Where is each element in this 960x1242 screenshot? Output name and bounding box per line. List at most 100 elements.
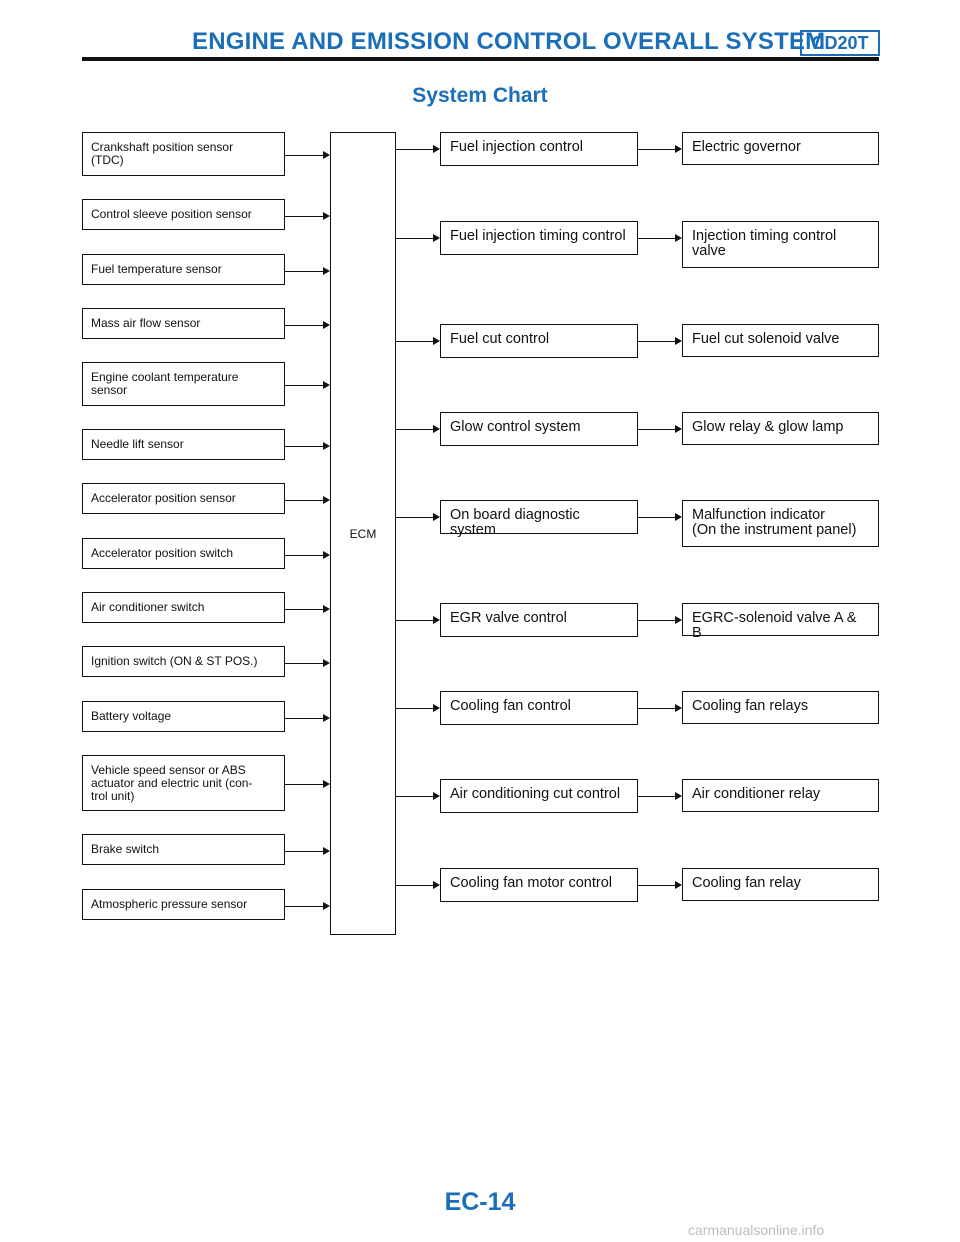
- input-sensor-label: Fuel temperature sensor: [91, 262, 222, 276]
- actuator-label: EGRC-solenoid valve A & B: [692, 610, 857, 641]
- actuator-arrow-icon: [675, 704, 682, 712]
- input-sensor-label: Accelerator position switch: [91, 546, 234, 560]
- input-sensor-label: Needle lift sensor: [91, 437, 184, 451]
- actuator-arrow-icon: [675, 616, 682, 624]
- ecm-to-control-line: [396, 517, 433, 518]
- input-sensor-box: Ignition switch (ON & ST POS.): [82, 646, 285, 677]
- section-header-title: ENGINE AND EMISSION CONTROL OVERALL SYST…: [192, 28, 826, 55]
- input-sensor-label: Engine coolant temperature sensor: [91, 370, 239, 397]
- control-function-box: Cooling fan motor control: [440, 868, 638, 902]
- control-arrow-icon: [433, 513, 440, 521]
- actuator-label: Fuel cut solenoid valve: [692, 331, 840, 347]
- input-sensor-label: Accelerator position sensor: [91, 491, 236, 505]
- input-connector-line: [285, 155, 323, 156]
- control-to-actuator-line: [638, 620, 675, 621]
- watermark: carmanualsonline.info: [688, 1222, 825, 1238]
- control-function-label: Cooling fan motor control: [450, 875, 612, 891]
- input-arrow-icon: [323, 212, 330, 220]
- input-sensor-label: Vehicle speed sensor or ABS actuator and…: [91, 762, 253, 803]
- ecm-to-control-line: [396, 620, 433, 621]
- ecm-to-control-line: [396, 149, 433, 150]
- input-sensor-box: Atmospheric pressure sensor: [82, 889, 285, 920]
- input-arrow-icon: [323, 847, 330, 855]
- input-sensor-label: Ignition switch (ON & ST POS.): [91, 654, 258, 668]
- control-arrow-icon: [433, 616, 440, 624]
- input-sensor-box: Fuel temperature sensor: [82, 254, 285, 285]
- control-function-box: EGR valve control: [440, 603, 638, 637]
- actuator-arrow-icon: [675, 513, 682, 521]
- input-sensor-box: Crankshaft position sensor (TDC): [82, 132, 285, 176]
- actuator-arrow-icon: [675, 234, 682, 242]
- input-sensor-label: Atmospheric pressure sensor: [91, 897, 248, 911]
- input-sensor-box: Air conditioner switch: [82, 592, 285, 623]
- input-connector-line: [285, 555, 323, 556]
- input-arrow-icon: [323, 714, 330, 722]
- actuator-box: Electric governor: [682, 132, 879, 165]
- control-function-box: Air conditioning cut control: [440, 779, 638, 813]
- input-sensor-box: Accelerator position switch: [82, 538, 285, 569]
- input-sensor-label: Mass air flow sensor: [91, 316, 201, 330]
- input-sensor-box: Control sleeve position sensor: [82, 199, 285, 230]
- input-sensor-box: Mass air flow sensor: [82, 308, 285, 339]
- input-sensor-box: Engine coolant temperature sensor: [82, 362, 285, 406]
- actuator-label: Cooling fan relay: [692, 875, 801, 891]
- control-arrow-icon: [433, 337, 440, 345]
- control-to-actuator-line: [638, 796, 675, 797]
- control-function-box: Fuel injection control: [440, 132, 638, 166]
- actuator-label: Injection timing control valve: [692, 228, 837, 259]
- input-connector-line: [285, 385, 323, 386]
- input-arrow-icon: [323, 496, 330, 504]
- actuator-box: Malfunction indicator (On the instrument…: [682, 500, 879, 547]
- control-function-label: Fuel cut control: [450, 331, 550, 347]
- ecm-to-control-line: [396, 429, 433, 430]
- input-arrow-icon: [323, 902, 330, 910]
- control-arrow-icon: [433, 704, 440, 712]
- control-to-actuator-line: [638, 149, 675, 150]
- control-to-actuator-line: [638, 238, 675, 239]
- input-connector-line: [285, 784, 323, 785]
- input-connector-line: [285, 446, 323, 447]
- input-arrow-icon: [323, 321, 330, 329]
- control-arrow-icon: [433, 145, 440, 153]
- control-function-box: Cooling fan control: [440, 691, 638, 725]
- actuator-label: Air conditioner relay: [692, 786, 821, 802]
- control-function-box: Fuel cut control: [440, 324, 638, 358]
- actuator-arrow-icon: [675, 792, 682, 800]
- page-title: System Chart: [412, 84, 548, 107]
- input-arrow-icon: [323, 442, 330, 450]
- actuator-label: Glow relay & glow lamp: [692, 419, 844, 435]
- input-connector-line: [285, 609, 323, 610]
- input-connector-line: [285, 718, 323, 719]
- actuator-arrow-icon: [675, 337, 682, 345]
- control-function-label: Fuel injection control: [450, 139, 583, 155]
- actuator-label: Cooling fan relays: [692, 698, 809, 714]
- ecm-to-control-line: [396, 885, 433, 886]
- control-to-actuator-line: [638, 341, 675, 342]
- control-arrow-icon: [433, 234, 440, 242]
- ecm-to-control-line: [396, 341, 433, 342]
- control-function-box: Glow control system: [440, 412, 638, 446]
- ecm-to-control-line: [396, 238, 433, 239]
- control-to-actuator-line: [638, 429, 675, 430]
- input-arrow-icon: [323, 267, 330, 275]
- ecm-box: ECM: [330, 132, 396, 935]
- input-connector-line: [285, 325, 323, 326]
- actuator-box: Fuel cut solenoid valve: [682, 324, 879, 357]
- input-sensor-box: Battery voltage: [82, 701, 285, 732]
- input-arrow-icon: [323, 780, 330, 788]
- control-function-label: Cooling fan control: [450, 698, 571, 714]
- actuator-box: Cooling fan relay: [682, 868, 879, 901]
- actuator-box: Injection timing control valve: [682, 221, 879, 268]
- input-arrow-icon: [323, 659, 330, 667]
- input-connector-line: [285, 216, 323, 217]
- actuator-label: Electric governor: [692, 139, 801, 155]
- input-sensor-label: Crankshaft position sensor (TDC): [91, 140, 234, 167]
- actuator-box: Glow relay & glow lamp: [682, 412, 879, 445]
- input-sensor-box: Brake switch: [82, 834, 285, 865]
- control-to-actuator-line: [638, 517, 675, 518]
- header-rule: [82, 57, 879, 61]
- control-function-label: EGR valve control: [450, 610, 567, 626]
- input-connector-line: [285, 663, 323, 664]
- input-connector-line: [285, 906, 323, 907]
- actuator-arrow-icon: [675, 145, 682, 153]
